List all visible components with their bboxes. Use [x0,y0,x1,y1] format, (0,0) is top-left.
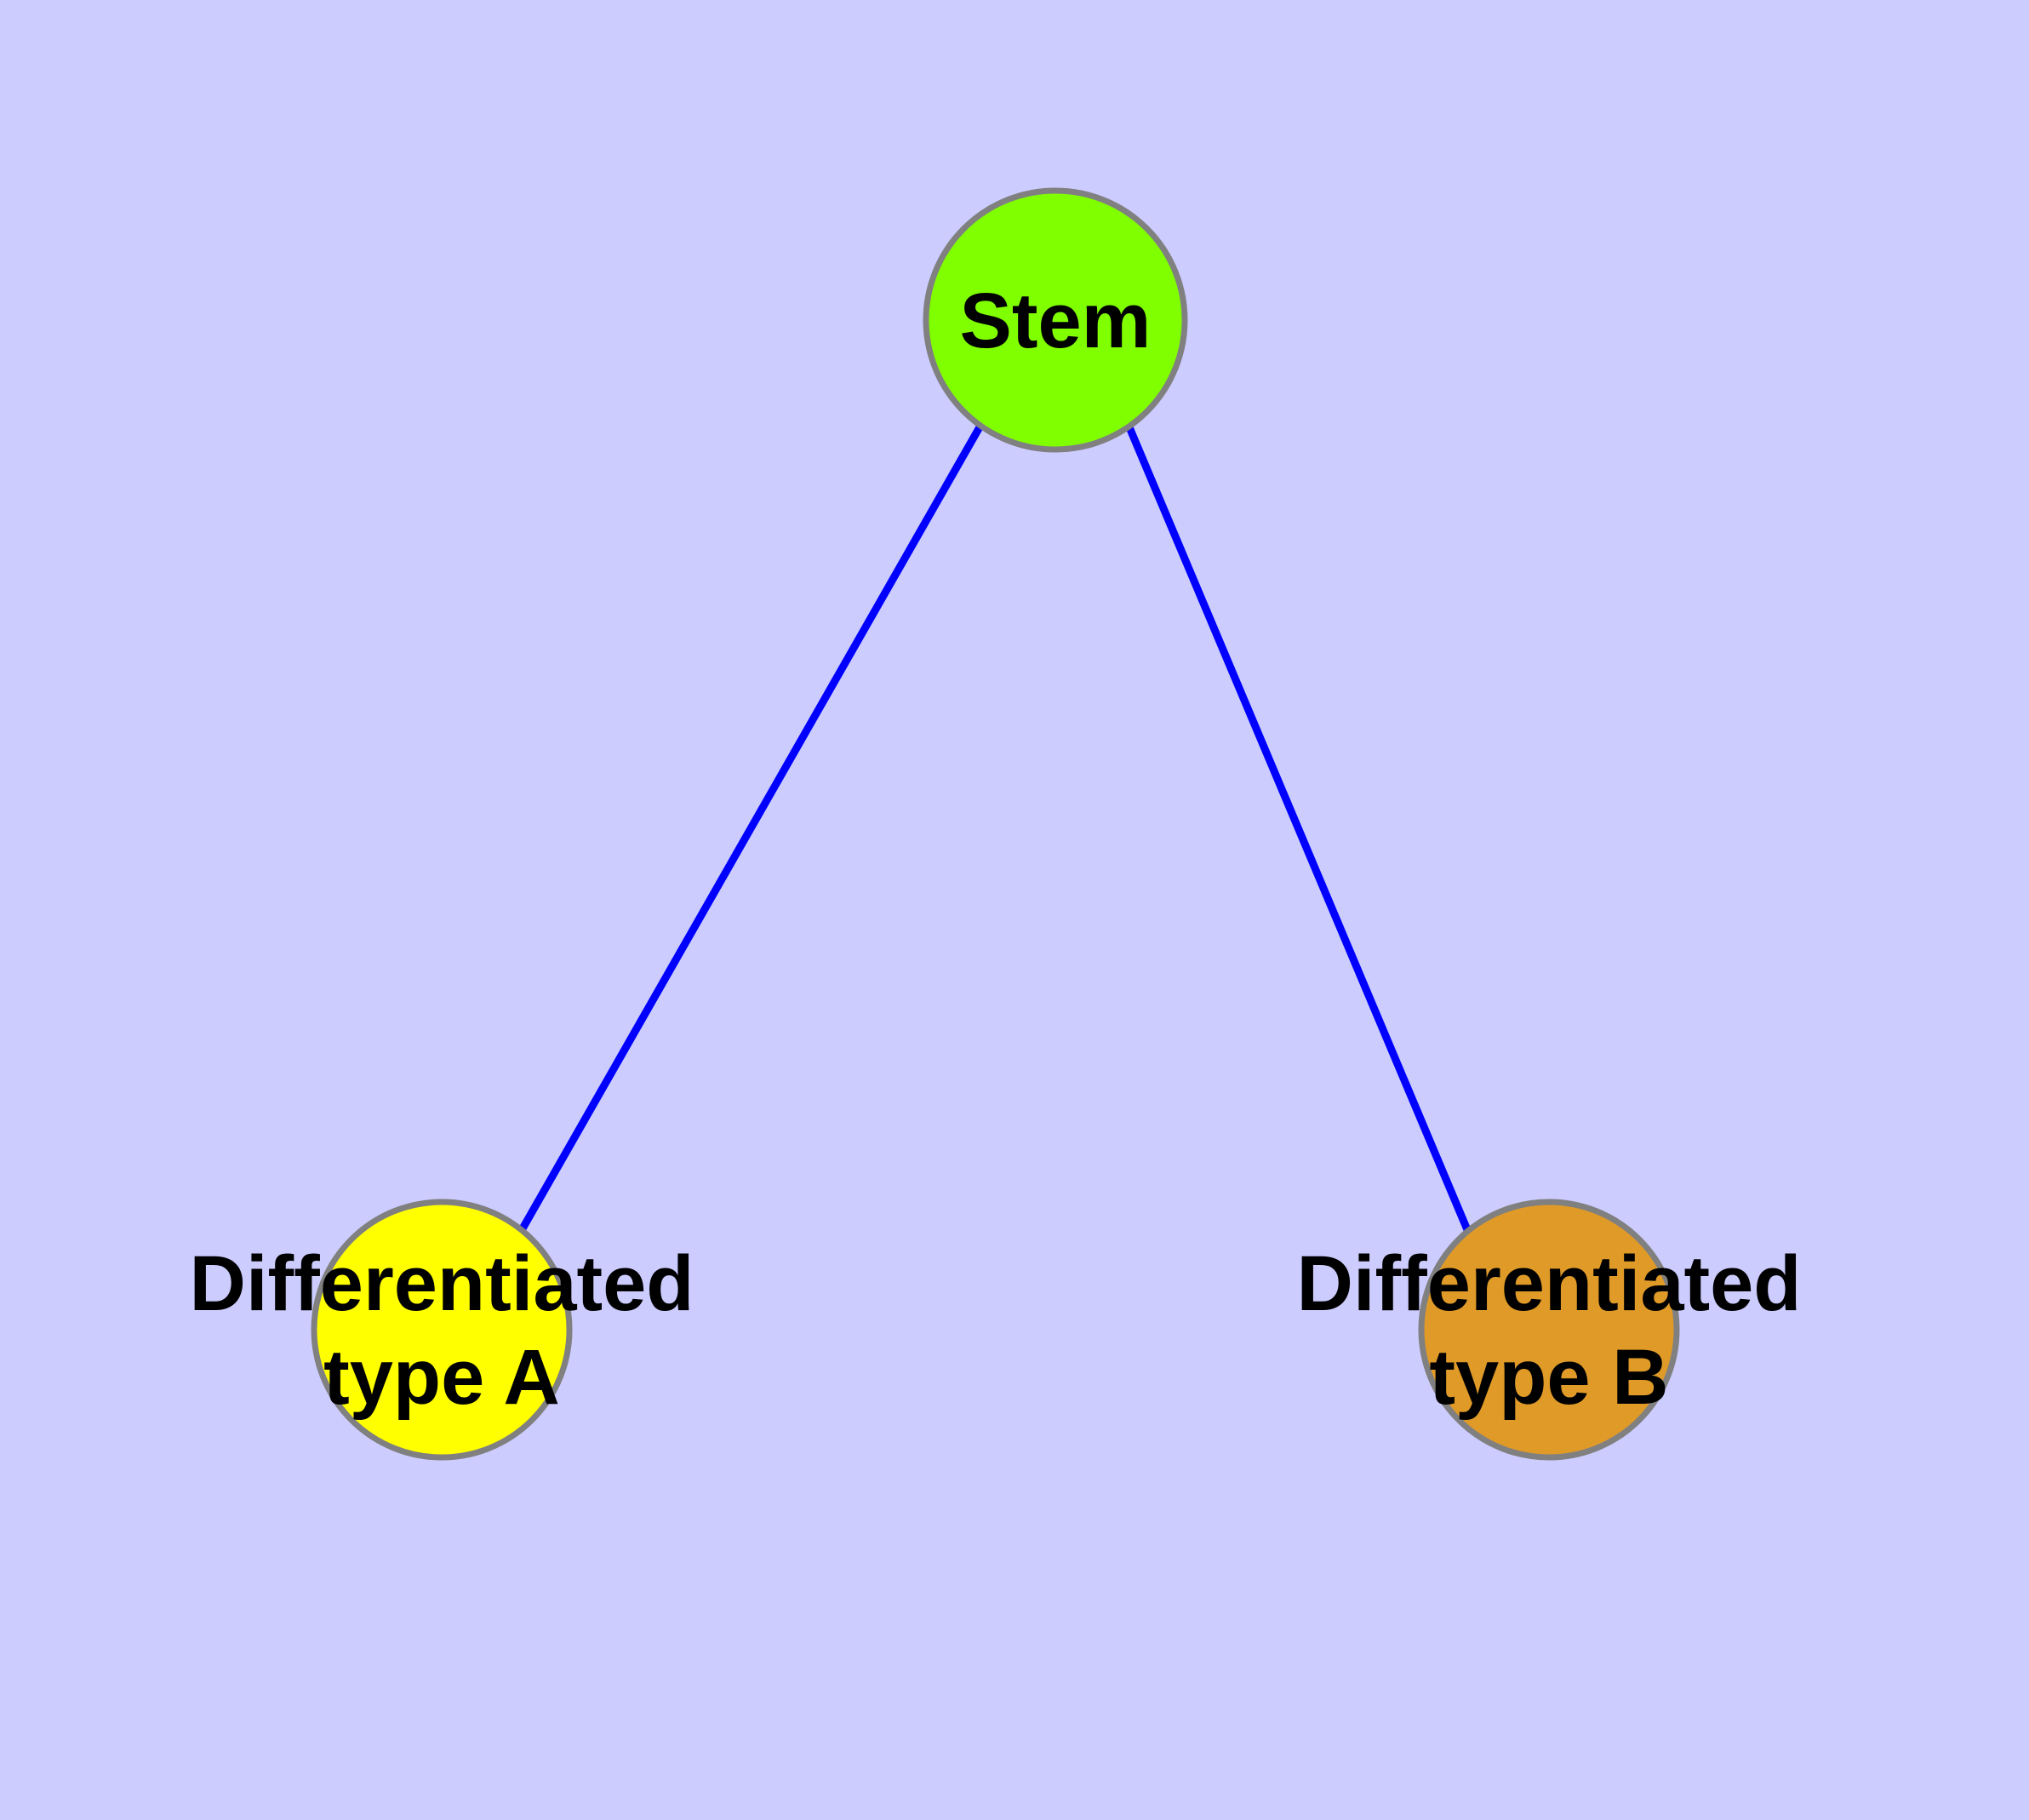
edge-stem-to-differentiated-type-a[interactable] [518,423,984,1233]
node-label-line: Differentiated [190,1240,694,1327]
node-label-line: Differentiated [1297,1240,1802,1327]
node-label-line: type A [323,1334,560,1421]
node-differentiated-type-a[interactable] [311,1199,573,1461]
node-label-stem: Stem [960,278,1152,364]
node-label-line: Stem [960,278,1152,364]
edges-layer [518,423,1472,1233]
node-stem[interactable] [923,187,1188,453]
node-differentiated-type-b[interactable] [1418,1199,1680,1461]
edge-stem-to-differentiated-type-b[interactable] [1125,426,1472,1233]
node-label-line: type B [1429,1334,1668,1421]
nodes-layer [311,187,1680,1461]
